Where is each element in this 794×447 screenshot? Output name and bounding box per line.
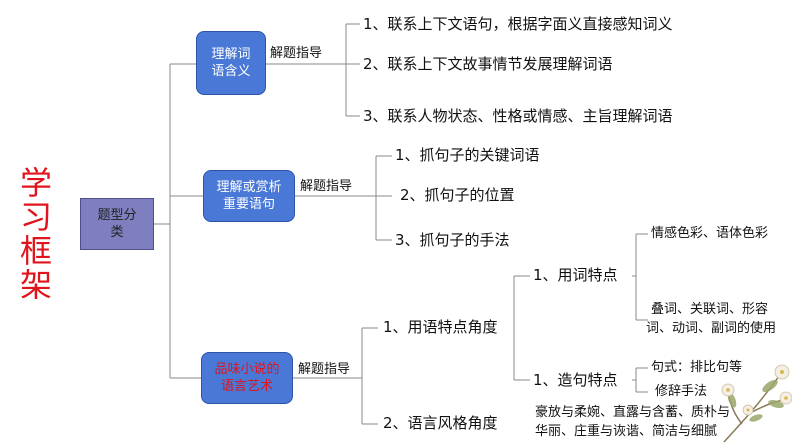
flower-branch-icon — [721, 364, 792, 443]
method-item: 2、抓句子的位置 — [400, 186, 515, 204]
leaf-item: 词、动词、副词的使用 — [646, 321, 777, 336]
branch-label-line: 品味小说的 — [214, 362, 280, 377]
branch-box-word-meaning: 理解词 语含义 — [196, 31, 266, 95]
root-box: 题型分类 — [80, 198, 154, 250]
guide-label: 解题指导 — [270, 46, 323, 61]
method-item: 1、联系上下文语句，根据字面义直接感知词义 — [363, 15, 673, 33]
feature-label: 1、造句特点 — [533, 371, 618, 389]
leaf-item: 情感色彩、语体色彩 — [651, 226, 769, 241]
title-glyph: 学 — [19, 164, 52, 202]
guide-label: 解题指导 — [300, 179, 353, 194]
leaf-item: 修辞手法 — [655, 384, 708, 399]
title-text: 学习框架 — [14, 166, 58, 302]
method-item: 3、联系人物状态、性格或情感、主旨理解词语 — [363, 107, 673, 125]
feature-label: 1、用词特点 — [533, 266, 618, 284]
method-item: 2、联系上下文故事情节发展理解词语 — [363, 55, 613, 73]
title-glyph: 习 — [19, 198, 52, 236]
root-label: 题型分类 — [97, 208, 137, 240]
angle-label: 2、语言风格角度 — [383, 414, 498, 432]
leaf-item: 华丽、庄重与诙谐、简洁与细腻 — [535, 424, 718, 439]
title-glyph: 架 — [19, 266, 52, 304]
guide-label: 解题指导 — [298, 362, 351, 377]
branch-label-line: 语含义 — [211, 64, 251, 79]
framework-title: 学习框架 — [14, 166, 58, 302]
leaf-item: 叠词、关联词、形容 — [651, 302, 769, 317]
branch-label-line: 重要语句 — [222, 197, 275, 212]
branch-box-key-sentences: 理解或赏析 重要语句 — [203, 170, 295, 222]
method-item: 3、抓句子的手法 — [395, 231, 510, 249]
title-glyph: 框 — [19, 232, 52, 270]
branch-label-line: 理解词 — [211, 47, 251, 62]
branch-box-language-art: 品味小说的 语言艺术 — [201, 352, 293, 404]
branch-label-line: 理解或赏析 — [216, 180, 282, 195]
leaf-item: 句式：排比句等 — [651, 360, 743, 375]
angle-label: 1、用语特点角度 — [383, 318, 498, 336]
leaf-item: 豪放与柔婉、直露与含蓄、质朴与 — [535, 405, 731, 420]
method-item: 1、抓句子的关键词语 — [395, 146, 540, 164]
branch-label-line: 语言艺术 — [220, 379, 273, 394]
